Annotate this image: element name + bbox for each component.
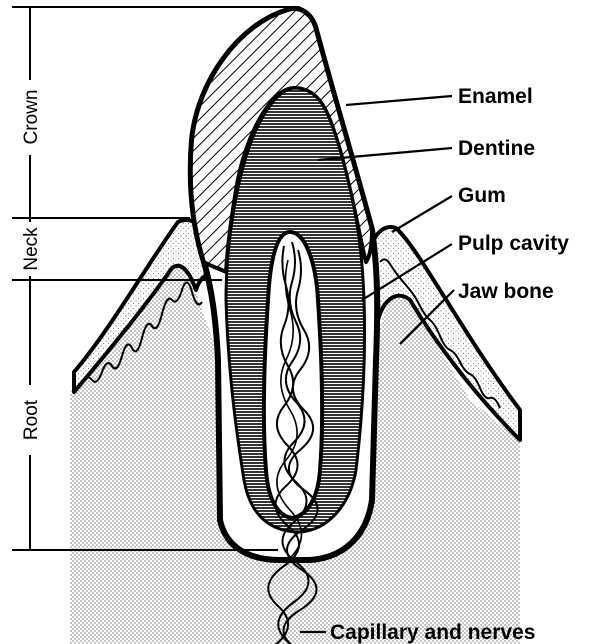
- label-jaw-bone: Jaw bone: [458, 280, 554, 303]
- section-label-crown: Crown: [21, 90, 42, 145]
- section-label-root: Root: [21, 399, 42, 440]
- label-enamel: Enamel: [458, 85, 533, 108]
- label-gum: Gum: [458, 184, 506, 207]
- label-dentine: Dentine: [458, 137, 535, 160]
- label-capillary-nerves: Capillary and nerves: [330, 621, 535, 644]
- label-pulp-cavity: Pulp cavity: [458, 232, 569, 255]
- section-label-neck: Neck: [21, 227, 42, 271]
